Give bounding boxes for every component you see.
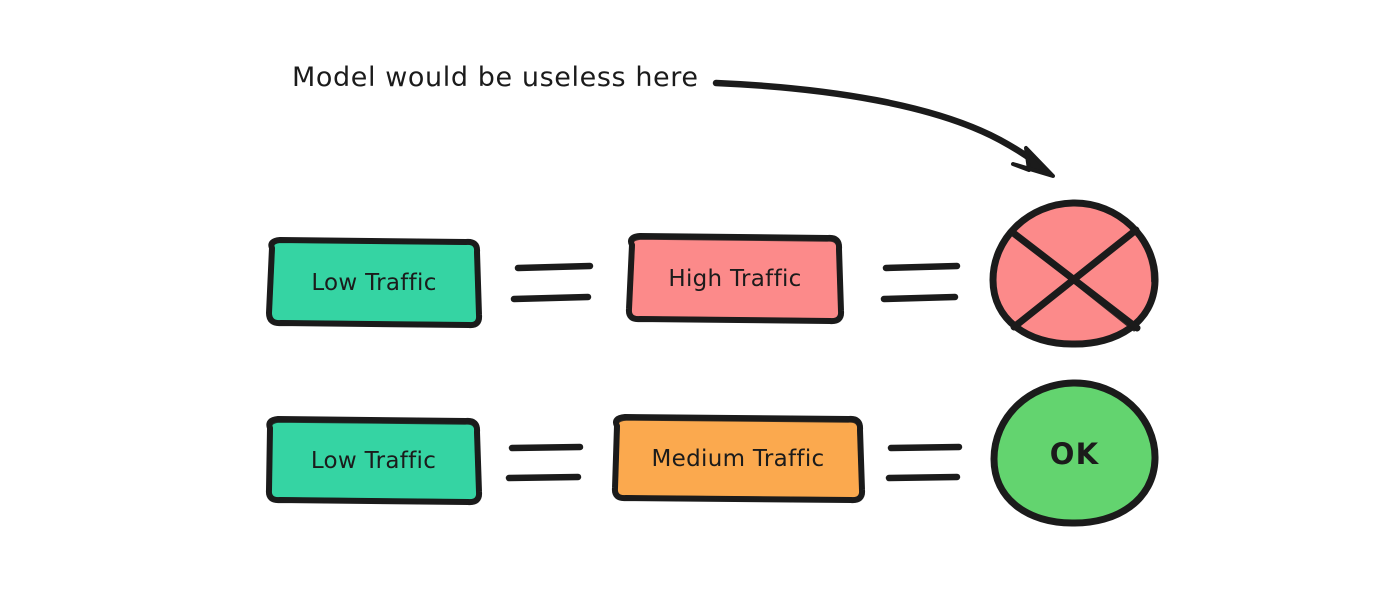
node-label-result-ok: OK: [1049, 436, 1100, 471]
node-label-high-traffic: High Traffic: [668, 265, 802, 292]
node-high-traffic-hit[interactable]: [628, 236, 842, 322]
node-label-medium-traffic: Medium Traffic: [651, 446, 825, 472]
node-label-low-traffic-row2: Low Traffic: [310, 448, 437, 474]
connector-equals-row2-a-hit: [505, 438, 585, 488]
connector-equals-row1-b-hit: [880, 258, 962, 308]
node-label-low-traffic-row1: Low Traffic: [311, 269, 437, 296]
node-medium-traffic-hit[interactable]: [613, 417, 863, 502]
result-circle-invalid-hit[interactable]: [992, 202, 1157, 346]
result-circle-ok-hit[interactable]: [993, 382, 1157, 525]
node-low-traffic-row2-hit[interactable]: [268, 419, 480, 504]
node-low-traffic-row1-hit[interactable]: [269, 240, 480, 326]
connector-equals-row2-b-hit: [885, 438, 965, 488]
annotation-label: Model would be useless here: [292, 62, 699, 93]
connector-equals-row1-a-hit: [510, 258, 596, 308]
